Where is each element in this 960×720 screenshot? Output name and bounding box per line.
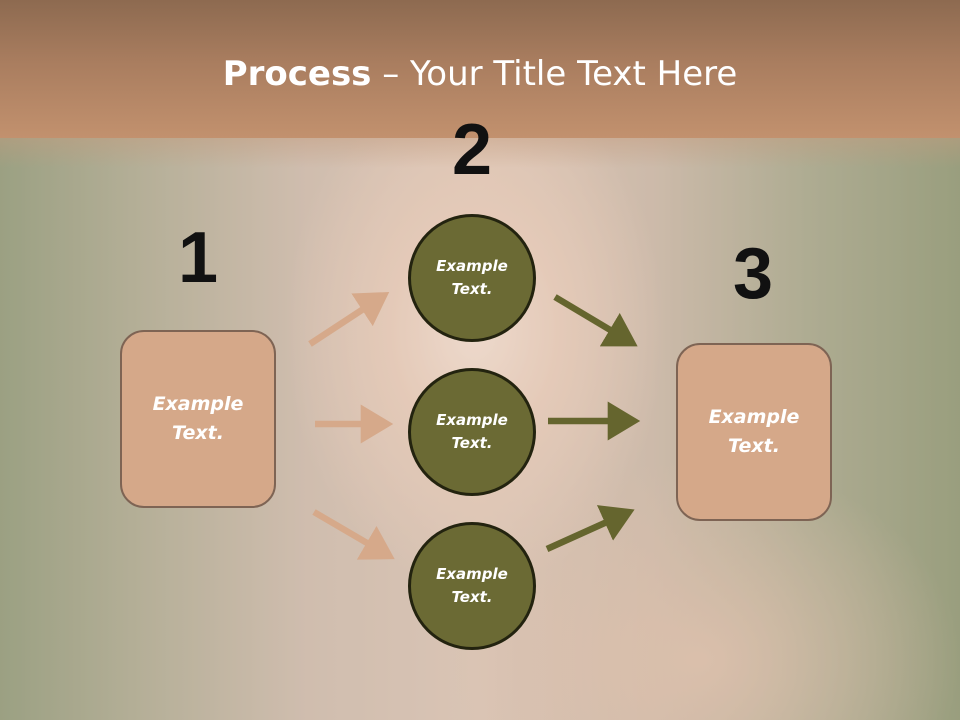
- title-banner: [0, 0, 960, 138]
- step-3-box[interactable]: Example Text.: [676, 343, 832, 521]
- step-2-circle-bottom[interactable]: Example Text.: [408, 522, 536, 650]
- circle-middle-line1: Example: [436, 411, 508, 429]
- circle-top-line2: Text.: [451, 280, 493, 298]
- arrow-1-to-bottom-circle: [312, 509, 395, 560]
- step-1-text-line1: Example: [152, 393, 244, 415]
- circle-middle-line2: Text.: [451, 434, 493, 452]
- step-number-1: 1: [177, 218, 219, 298]
- title-banner-fade: [0, 138, 960, 168]
- step-2-circle-middle[interactable]: Example Text.: [408, 368, 536, 496]
- circle-bottom-line2: Text.: [451, 588, 493, 606]
- step-number-2: 2: [451, 110, 493, 190]
- title-rest: – Your Title Text Here: [371, 54, 738, 94]
- slide-title[interactable]: Process – Your Title Text Here: [0, 52, 960, 96]
- step-number-3: 3: [732, 234, 774, 314]
- arrow-bottom-circle-to-3: [545, 505, 635, 552]
- step-3-text-line1: Example: [708, 406, 800, 428]
- arrow-top-circle-to-3: [553, 294, 638, 347]
- step-1-box[interactable]: Example Text.: [120, 330, 276, 508]
- circle-bottom-line1: Example: [436, 565, 508, 583]
- step-1-text-line2: Text.: [172, 422, 224, 444]
- step-3-text-line2: Text.: [728, 435, 780, 457]
- title-bold-part: Process: [222, 54, 372, 94]
- step-2-circle-top[interactable]: Example Text.: [408, 214, 536, 342]
- circle-top-line1: Example: [436, 257, 508, 275]
- arrow-1-to-top-circle: [308, 292, 390, 347]
